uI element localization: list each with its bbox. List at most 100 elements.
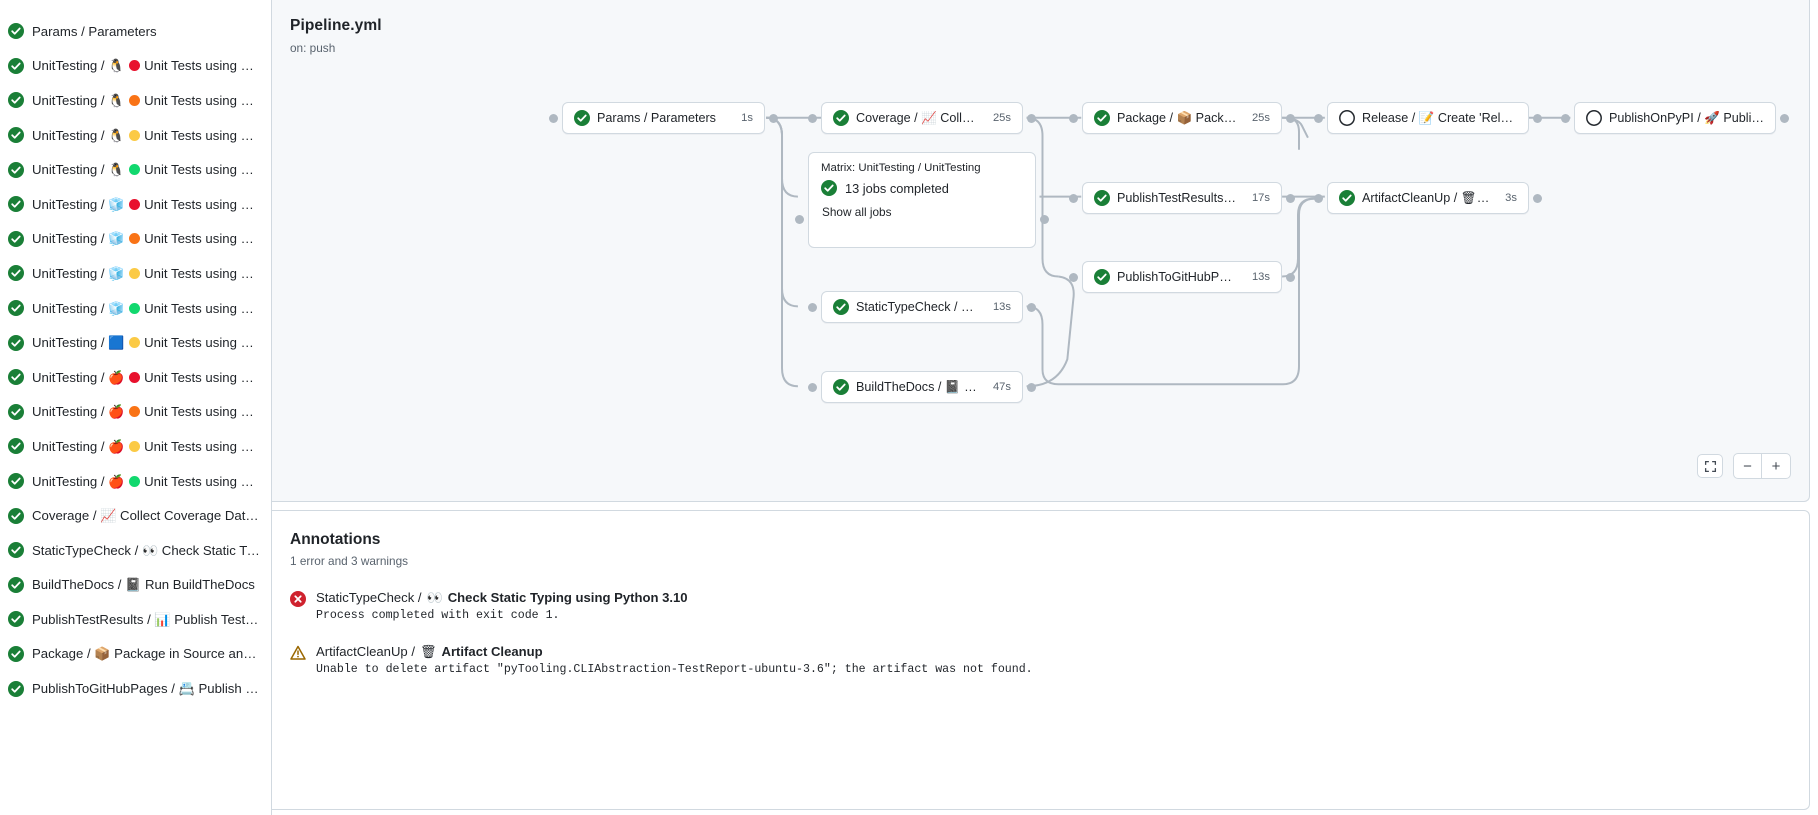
graph-node-statictype[interactable]: StaticTypeCheck / 👀 Chec...13s <box>808 291 1036 323</box>
sidebar-job-item[interactable]: UnitTesting / 🍎 Unit Tests using Pyth... <box>0 429 271 464</box>
sidebar-job-item[interactable]: UnitTesting / 🍎 Unit Tests using Pyth... <box>0 395 271 430</box>
graph-node-testresults[interactable]: PublishTestResults / 📊 Pu...17s <box>1069 182 1295 214</box>
success-check-icon <box>8 542 24 559</box>
page-title: Pipeline.yml <box>290 17 382 34</box>
success-check-icon <box>8 438 24 455</box>
job-os-emoji-icon: 🧊 <box>108 300 125 316</box>
matrix-summary-row[interactable]: 13 jobs completed <box>821 180 1023 196</box>
node-output-port <box>1027 113 1036 123</box>
sidebar-job-label: PublishToGitHubPages / 📇 Publish to G... <box>32 681 261 697</box>
sidebar-job-item[interactable]: UnitTesting / 🐧 Unit Tests using Pyth... <box>0 49 271 84</box>
sidebar-job-item[interactable]: PublishTestResults / 📊 Publish Test Resu… <box>0 602 271 637</box>
sidebar-job-item[interactable]: PublishToGitHubPages / 📇 Publish to G... <box>0 671 271 706</box>
sidebar-job-label: BuildTheDocs / 📓 Run BuildTheDocs <box>32 577 255 593</box>
sidebar-job-label: UnitTesting / 🍎 Unit Tests using Pyth... <box>32 473 261 489</box>
annotation-job: StaticTypeCheck / 👀Check Static Typing u… <box>316 590 688 605</box>
annotations-title: Annotations <box>290 531 381 548</box>
job-os-emoji-icon: 🍎 <box>108 473 125 489</box>
matrix-group-unittesting[interactable]: Matrix: UnitTesting / UnitTesting 13 job… <box>795 152 1049 248</box>
sidebar-job-item[interactable]: UnitTesting / 🧊 Unit Tests using Pyth... <box>0 187 271 222</box>
zoom-in-button[interactable]: + <box>1771 457 1781 475</box>
annotation-item[interactable]: StaticTypeCheck / 👀Check Static Typing u… <box>272 568 1809 622</box>
sidebar-job-item[interactable]: UnitTesting / 🍎 Unit Tests using Pyth... <box>0 464 271 499</box>
graph-node-buildthedocs[interactable]: BuildTheDocs / 📓 Run Buil... 47s <box>808 371 1036 403</box>
sidebar-job-item[interactable]: Coverage / 📈 Collect Coverage Data usi..… <box>0 498 271 533</box>
job-os-emoji-icon: 🍎 <box>108 404 125 420</box>
sidebar-job-item[interactable]: UnitTesting / 🧊 Unit Tests using Pyth... <box>0 256 271 291</box>
sidebar-job-label: UnitTesting / 🐧 Unit Tests using Pyth... <box>32 162 261 178</box>
sidebar-job-label: PublishTestResults / 📊 Publish Test Resu… <box>32 611 261 627</box>
node-label: PublishOnPyPI / 🚀 Publish to ... <box>1609 110 1764 125</box>
fit-screen-icon[interactable] <box>1697 454 1723 478</box>
python-version-dot-icon <box>129 440 141 452</box>
sidebar-job-item[interactable]: UnitTesting / 🧊 Unit Tests using Pyth... <box>0 222 271 257</box>
node-label: PublishTestResults / 📊 Pu... <box>1117 190 1237 205</box>
graph-zoom-controls[interactable]: − + <box>1697 453 1791 479</box>
node-output-port <box>1780 113 1789 123</box>
sidebar-job-item[interactable]: Package / 📦 Package in Source and Wh... <box>0 637 271 672</box>
node-label: PublishToGitHubPages / 📇 ... <box>1117 269 1237 284</box>
sidebar-job-item[interactable]: UnitTesting / 🐧 Unit Tests using Pyth... <box>0 118 271 153</box>
node-label: Package / 📦 Package in So... <box>1117 110 1237 125</box>
node-input-port <box>1069 272 1078 282</box>
graph-node-ghpages[interactable]: PublishToGitHubPages / 📇 ...13s <box>1069 261 1295 293</box>
success-check-icon <box>8 334 24 351</box>
node-duration: 13s <box>992 301 1011 313</box>
graph-node-package[interactable]: Package / 📦 Package in So... 25s <box>1069 102 1295 134</box>
zoom-out-button[interactable]: − <box>1734 454 1762 478</box>
node-output-port <box>769 113 778 123</box>
job-os-emoji-icon: 🐧 <box>108 58 125 74</box>
node-status-icon <box>1339 190 1355 206</box>
node-duration: 47s <box>992 381 1011 393</box>
sidebar-job-item[interactable]: UnitTesting / 🐧 Unit Tests using Pyth... <box>0 152 271 187</box>
python-version-dot-icon <box>129 337 141 349</box>
node-label: Release / 📝 Create 'Release P... <box>1362 110 1517 125</box>
python-version-dot-icon <box>129 164 141 176</box>
success-check-icon <box>8 403 24 420</box>
node-output-port <box>1027 302 1036 312</box>
node-output-port <box>1533 113 1542 123</box>
sidebar-job-label: Params / Parameters <box>32 23 157 39</box>
success-check-icon <box>8 611 24 628</box>
sidebar-job-item[interactable]: UnitTesting / 🧊 Unit Tests using Pyth... <box>0 291 271 326</box>
zoom-buttons[interactable]: − + <box>1733 453 1791 479</box>
node-duration: 25s <box>1251 112 1270 124</box>
node-input-port <box>1314 193 1323 203</box>
python-version-dot-icon <box>129 475 141 487</box>
warning-icon <box>290 645 306 676</box>
show-all-jobs-link[interactable]: Show all jobs <box>822 205 892 219</box>
workflow-graph-card: Pipeline.yml on: push <box>272 0 1810 502</box>
node-duration: 1s <box>741 112 753 124</box>
graph-node-coverage[interactable]: Coverage / 📈 Collect Cove...25s <box>808 102 1036 134</box>
job-os-emoji-icon: 🐧 <box>108 127 125 143</box>
graph-node-pypi[interactable]: PublishOnPyPI / 🚀 Publish to ... <box>1561 102 1789 134</box>
node-label: ArtifactCleanUp / 🗑 Artifac... <box>1362 190 1490 205</box>
sidebar-job-item[interactable]: Params / Parameters <box>0 14 271 49</box>
node-input-port <box>1314 113 1323 123</box>
sidebar-job-item[interactable]: UnitTesting / 🟦 Unit Tests using Pyth... <box>0 325 271 360</box>
job-os-emoji-icon: 📈 <box>100 508 117 524</box>
graph-node-cleanup[interactable]: ArtifactCleanUp / 🗑 Artifac...3s <box>1314 182 1542 214</box>
python-version-dot-icon <box>129 406 141 418</box>
sidebar-job-item[interactable]: UnitTesting / 🐧 Unit Tests using Pyth... <box>0 83 271 118</box>
success-check-icon <box>8 369 24 386</box>
sidebar-job-item[interactable]: BuildTheDocs / 📓 Run BuildTheDocs <box>0 568 271 603</box>
graph-node-release[interactable]: Release / 📝 Create 'Release P... <box>1314 102 1542 134</box>
node-input-port <box>808 382 817 392</box>
node-input-port <box>1069 113 1078 123</box>
sidebar-job-label: UnitTesting / 🍎 Unit Tests using Pyth... <box>32 369 261 385</box>
sidebar-job-label: UnitTesting / 🐧 Unit Tests using Pyth... <box>32 127 261 143</box>
sidebar-job-item[interactable]: StaticTypeCheck / 👀 Check Static Typing.… <box>0 533 271 568</box>
node-label: BuildTheDocs / 📓 Run Buil... <box>856 379 978 394</box>
sidebar-job-label: UnitTesting / 🍎 Unit Tests using Pyth... <box>32 438 261 454</box>
sidebar-job-label: UnitTesting / 🐧 Unit Tests using Pyth... <box>32 92 261 108</box>
sidebar-job-item[interactable]: UnitTesting / 🍎 Unit Tests using Pyth... <box>0 360 271 395</box>
node-input-port <box>1561 113 1570 123</box>
job-os-emoji-icon: 🐧 <box>108 162 125 178</box>
node-status-icon <box>833 110 849 126</box>
job-os-emoji-icon: 🧊 <box>108 265 125 281</box>
